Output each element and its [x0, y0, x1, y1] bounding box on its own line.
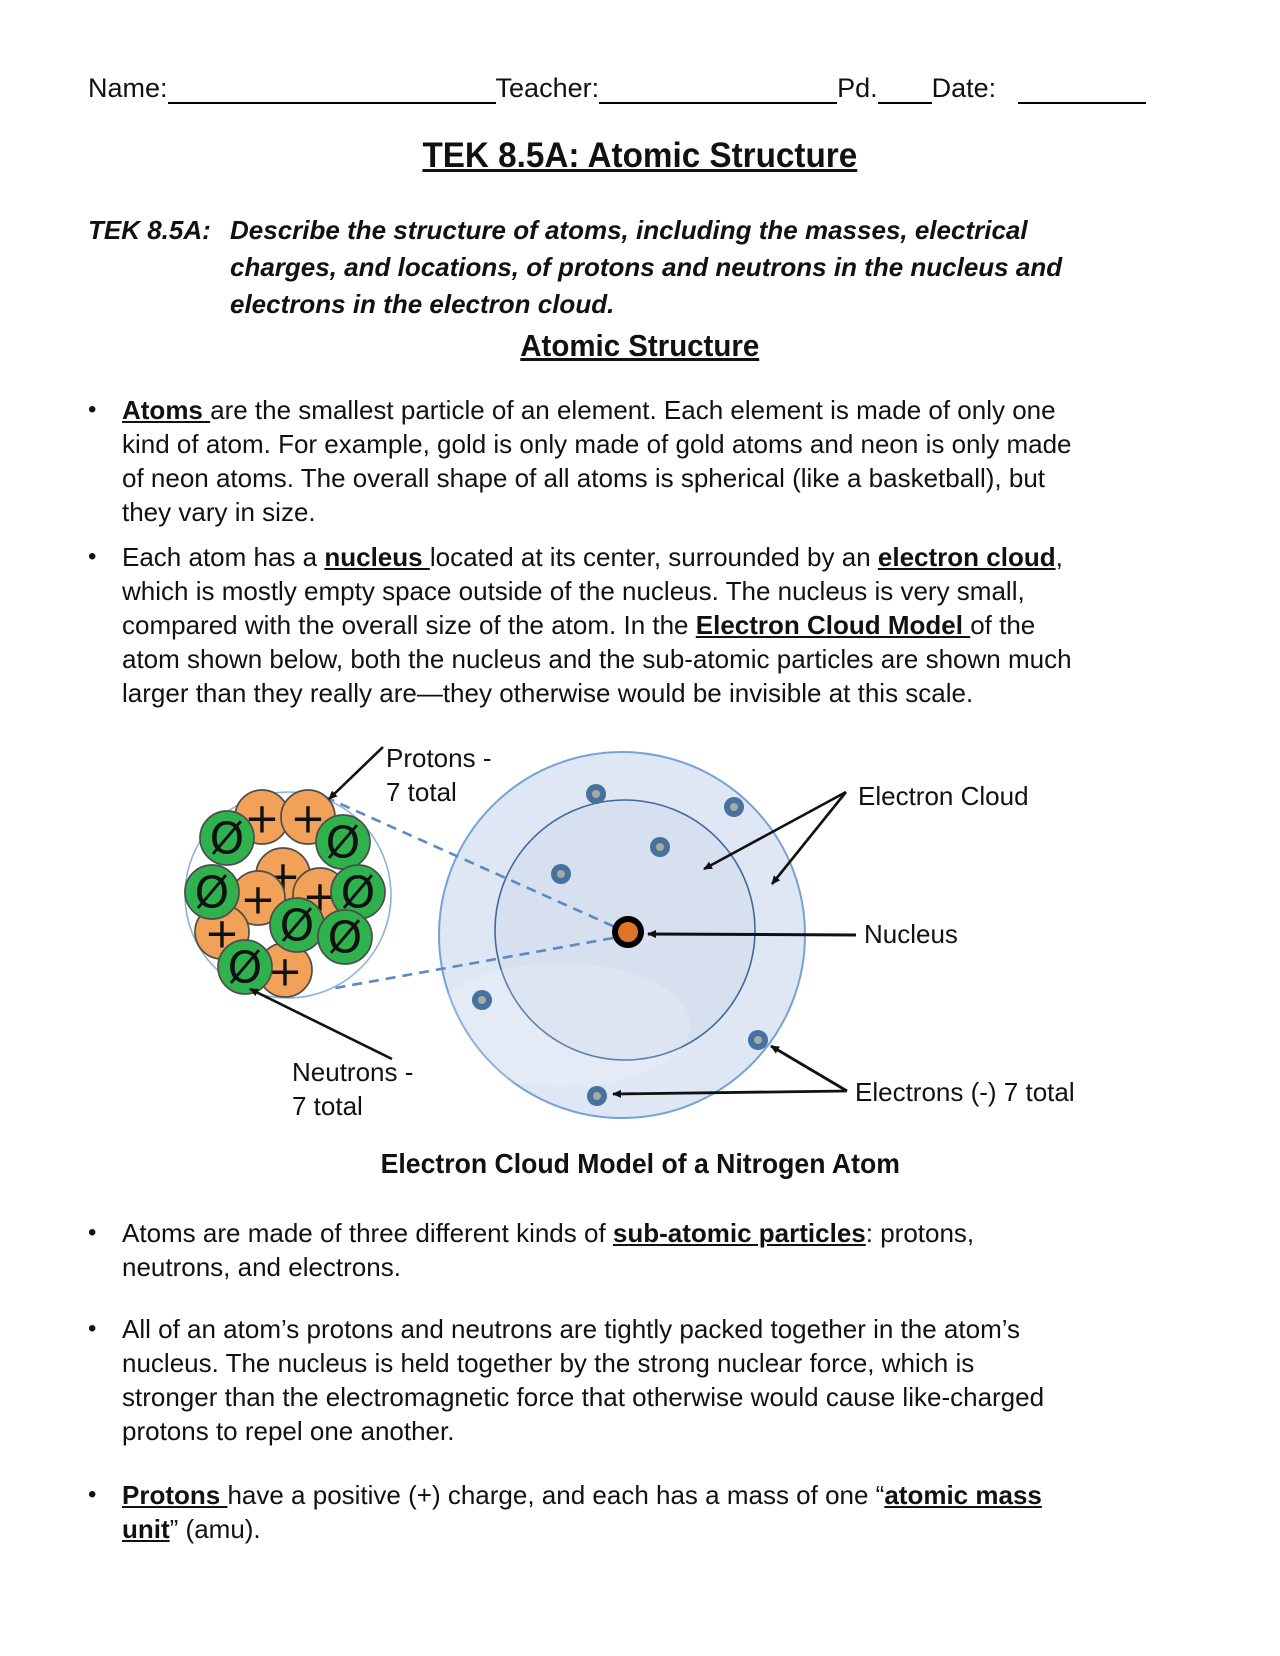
electron-dot-core	[593, 1092, 601, 1100]
teacher-label: Teacher:	[495, 73, 600, 103]
bullet-nucleus-cloud: • Each atom has a nucleus located at its…	[88, 540, 1218, 710]
header-fill-in-row: Name: Teacher: Pd. Date:	[88, 72, 1166, 104]
tek-text: Describe the structure of atoms, includi…	[230, 215, 1063, 319]
zoom-dashed-line-top	[324, 795, 616, 929]
neutrons-arrow	[249, 987, 393, 1061]
date-label: Date:	[931, 73, 997, 103]
electron-cloud-label: Electron Cloud	[858, 781, 1029, 811]
electron-dot-core	[754, 1036, 762, 1044]
bullet-text: All of an atom’s protons and neutrons ar…	[122, 1314, 1045, 1446]
diagram-caption: Electron Cloud Model of a Nitrogen Atom	[380, 1148, 900, 1179]
name-blank-line	[167, 72, 496, 104]
electron-cloud-arrow-2	[770, 791, 848, 885]
nucleus-pointer-line	[647, 930, 857, 939]
neutron	[199, 810, 255, 866]
protons-arrow	[328, 746, 384, 800]
proton-symbol: +	[240, 875, 275, 924]
electron-dot-core	[557, 870, 565, 878]
bullet-marker: •	[88, 1481, 97, 1508]
nucleus-label: Nucleus	[864, 919, 958, 949]
electrons-arrow-1	[770, 1044, 848, 1093]
neutron-symbol: Ø	[228, 943, 263, 994]
neutron-symbol: Ø	[195, 868, 230, 919]
electrons-group	[472, 784, 768, 1106]
zoom-dashed-line-bottom	[301, 936, 614, 996]
cloud-highlight	[430, 963, 690, 1087]
teacher-blank-line	[599, 72, 838, 104]
neutron	[217, 939, 273, 995]
neutron-symbol: Ø	[326, 818, 361, 869]
section-heading: Atomic Structure	[520, 328, 760, 363]
electrons-arrow-2	[612, 1089, 848, 1098]
date-blank-line	[1018, 72, 1147, 104]
bullet-strong-nuclear-force: • All of an atom’s protons and neutrons …	[88, 1312, 1218, 1448]
pd-blank-line	[877, 72, 932, 104]
proton-symbol: +	[267, 947, 302, 996]
electron-cloud-arrow-1	[703, 790, 847, 871]
tek-statement: TEK 8.5A: Describe the structure of atom…	[88, 212, 1062, 323]
neutron	[317, 909, 373, 965]
pd-label: Pd.	[837, 73, 878, 103]
bullet-text: Atoms are made of three different kinds …	[122, 1218, 975, 1282]
electron-dot-core	[656, 843, 664, 851]
neutron-symbol: Ø	[280, 901, 315, 952]
neutron	[184, 864, 240, 920]
name-label: Name:	[88, 73, 168, 103]
neutron-symbol: Ø	[210, 814, 245, 865]
neutron-symbol: Ø	[328, 913, 363, 964]
electrons-label: Electrons (-) 7 total	[855, 1077, 1075, 1107]
bullet-marker: •	[88, 1315, 97, 1342]
neutrons-label: Neutrons - 7 total	[292, 1057, 414, 1121]
nucleus-dot	[612, 916, 644, 948]
bullet-text: Each atom has a nucleus located at its c…	[122, 542, 1072, 708]
electron-dot-core	[478, 996, 486, 1004]
bullet-protons-charge: • Protons have a positive (+) charge, an…	[88, 1478, 1218, 1546]
electron-dot-core	[730, 803, 738, 811]
bullet-marker: •	[88, 396, 97, 423]
bullet-marker: •	[88, 1219, 97, 1246]
electron-dot-core	[592, 790, 600, 798]
page-title: TEK 8.5A: Atomic Structure	[422, 136, 858, 175]
bullet-marker: •	[88, 543, 97, 570]
bullet-text: Protons have a positive (+) charge, and …	[122, 1480, 1042, 1544]
bullet-text: Atoms are the smallest particle of an el…	[122, 395, 1072, 527]
protons-label: Protons - 7 total	[386, 743, 492, 807]
bullet-atoms: • Atoms are the smallest particle of an …	[88, 393, 1218, 529]
tek-label: TEK 8.5A:	[88, 215, 211, 245]
bullet-subatomic-particles: • Atoms are made of three different kind…	[88, 1216, 1218, 1284]
